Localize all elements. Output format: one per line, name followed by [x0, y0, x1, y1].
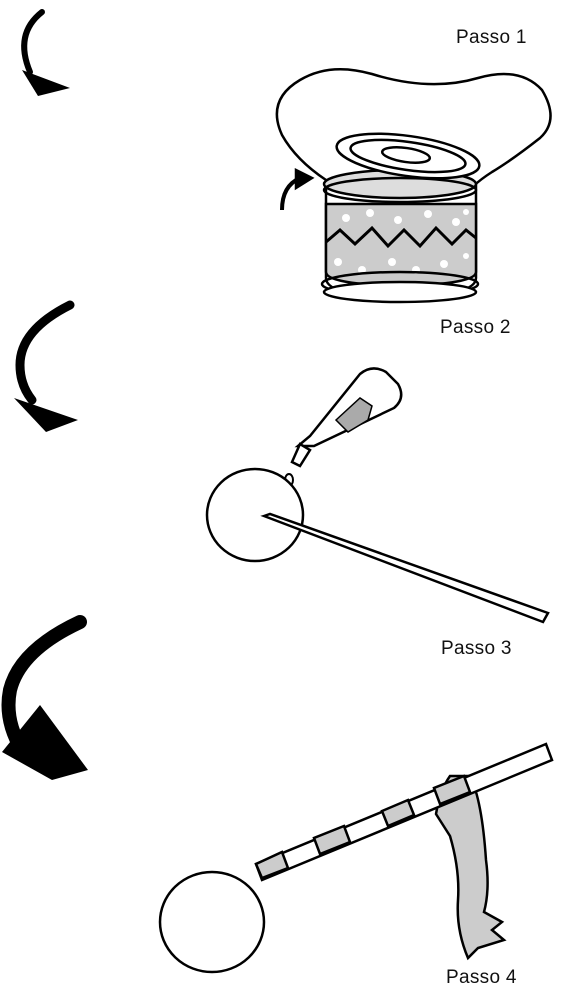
step-1-label: Passo 1 — [456, 27, 527, 48]
step-4-label: Passo 4 — [446, 967, 517, 988]
curved-arrow-icon-3 — [1, 615, 88, 780]
ribbon-icon — [434, 774, 507, 961]
tin-can-with-cloth-icon — [275, 68, 552, 304]
glue-bottle-icon — [284, 367, 403, 487]
curved-arrow-icon-2 — [14, 300, 78, 432]
ball-on-stick-icon — [158, 742, 554, 974]
step-3-label: Passo 3 — [441, 638, 512, 659]
curved-arrow-icon-1 — [21, 9, 70, 96]
step-2-label: Passo 2 — [440, 317, 511, 338]
ball-on-stick-step3-icon — [205, 467, 550, 624]
